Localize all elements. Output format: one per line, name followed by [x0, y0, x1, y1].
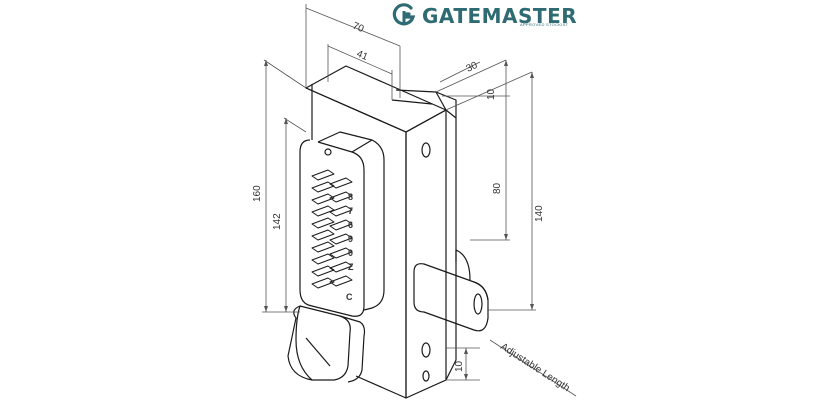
dim-label-80: 80: [492, 182, 503, 194]
knob: [287, 305, 366, 383]
key-digit: 6: [348, 220, 353, 230]
dim-label-30: 30: [465, 60, 480, 75]
key-digit: 7: [348, 206, 353, 216]
latch-bolt: [413, 249, 489, 332]
dim-30-line: [439, 61, 481, 83]
key-digit: 8: [348, 192, 353, 202]
dim-label-10-top: 10: [486, 88, 497, 100]
adjustable-line: [489, 339, 577, 397]
gatemaster-g-icon: [392, 3, 416, 26]
dim-label-adjustable: Adjustable Length: [498, 341, 571, 394]
side-flange: [421, 91, 457, 382]
dim-label-10-bottom: 10: [454, 360, 465, 372]
dim-70-line: [305, 7, 401, 47]
dimension-lines: [262, 4, 577, 397]
key-digit: 9: [348, 234, 353, 244]
lock-body: [305, 65, 447, 399]
dim-label-160: 160: [252, 185, 263, 202]
dim-label-70: 70: [351, 21, 366, 36]
brand-logo: GATEMASTER APPROVED STOCKIST: [392, 3, 577, 31]
dim-label-140: 140: [534, 205, 545, 222]
keypad-digits: 8 7 6 9 0 Z C: [346, 192, 354, 302]
key-digit: C: [346, 292, 353, 302]
brand-tagline: APPROVED STOCKIST: [520, 22, 569, 27]
brand-name: GATEMASTER: [422, 4, 578, 28]
keypad-buttons: [311, 169, 353, 289]
key-digit: Z: [348, 262, 354, 272]
dim-label-41: 41: [355, 49, 370, 64]
dim-41-line: [327, 45, 393, 75]
keypad-housing: [299, 131, 385, 317]
dim-label-142: 142: [272, 213, 283, 230]
key-digit: 0: [348, 248, 353, 258]
arrowheads: [264, 60, 534, 380]
